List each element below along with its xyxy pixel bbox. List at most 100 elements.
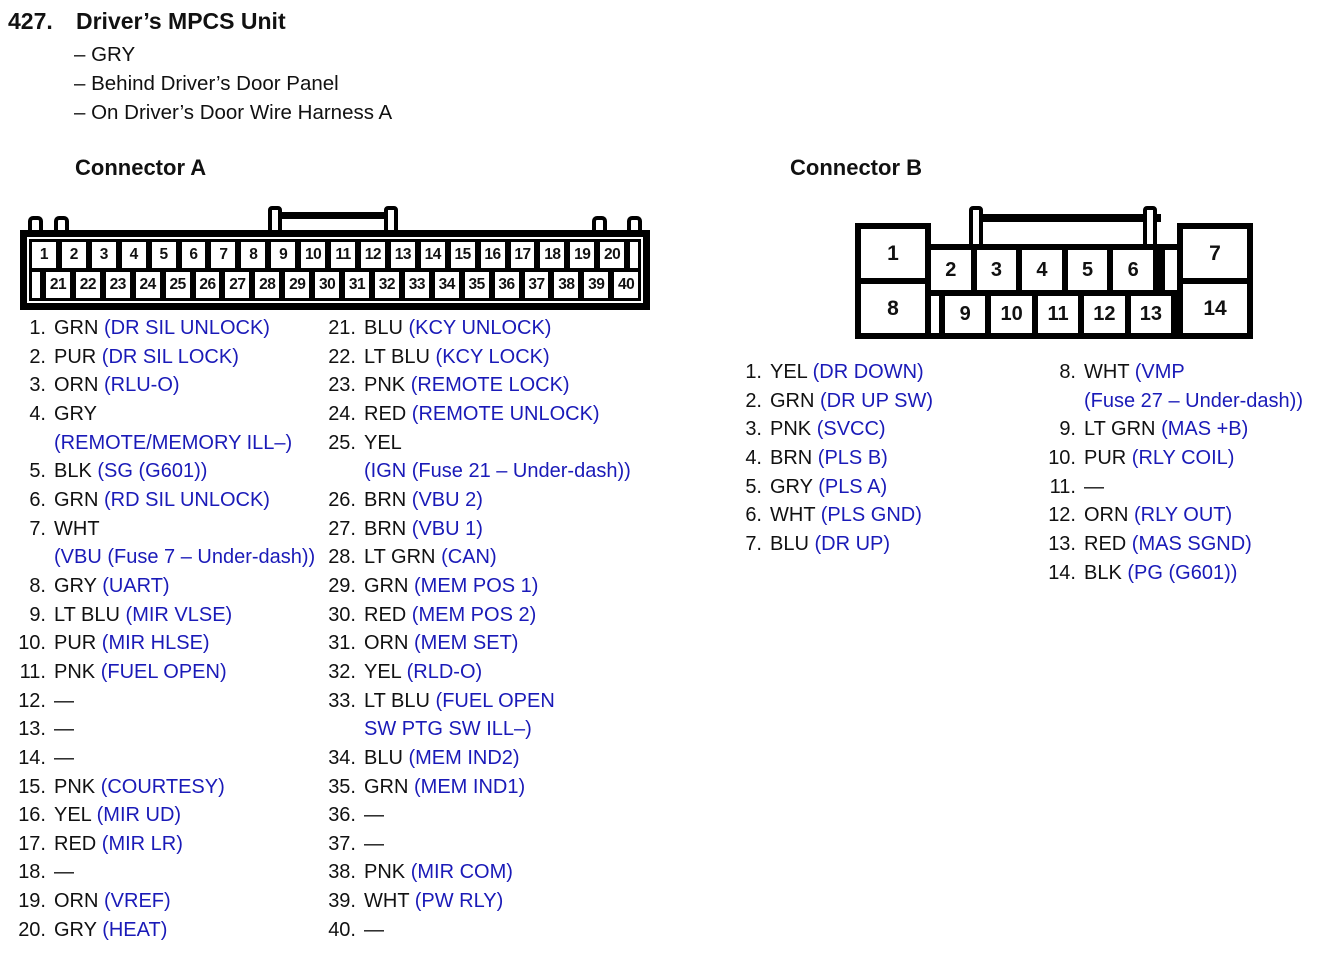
wire-color: GRN (364, 574, 409, 597)
location-note: – On Driver’s Door Wire Harness A (74, 101, 393, 124)
pin-list-item: 35.GRN (MEM IND1) (318, 773, 631, 802)
pin-description: RED (MAS SGND) (1084, 533, 1252, 555)
pin-list-item: 8.GRY (UART) (8, 572, 315, 601)
pin-cell: 18 (537, 239, 568, 271)
pin-number: 9. (29, 603, 46, 626)
signal-name: (FUEL OPEN) (100, 660, 227, 683)
pin-cell: 30 (312, 269, 343, 301)
pin-list-item: 32. YEL (RLD-O) (318, 658, 631, 687)
signal-name: (MEM POS 2) (411, 603, 537, 626)
pin-number: 13. (18, 718, 46, 741)
pin-number: 4. (745, 446, 762, 469)
signal-name: (DR SIL LOCK) (101, 345, 239, 368)
pin-list-item: 24.RED (REMOTE UNLOCK) (318, 400, 631, 429)
wire-color: YEL (364, 431, 402, 454)
connector-a-label: Connector A (75, 155, 207, 180)
pin-description: GRY (UART) (54, 575, 170, 597)
pin-description: ORN (RLU-O) (54, 374, 180, 396)
pin-description: PUR (DR SIL LOCK) (54, 346, 239, 368)
pin-number: 37. (328, 832, 356, 855)
pin-number: 21. (328, 317, 356, 339)
signal-name: (CAN) (441, 546, 497, 569)
signal-name: (DR DOWN) (812, 361, 924, 383)
signal-name: (DR UP) (814, 532, 891, 555)
pin-number: 32. (328, 660, 356, 683)
pin-cell: 7 (208, 239, 239, 271)
wire-color: BRN (364, 488, 407, 511)
pin-description: RED (REMOTE UNLOCK) (364, 403, 600, 425)
pin-list-item: 16.YEL (MIR UD) (8, 801, 315, 830)
pin-description: BLU (DR UP) (770, 533, 890, 555)
signal-name: (RLU-O) (104, 374, 180, 397)
pin-description: BRN (PLS B) (770, 447, 888, 469)
connector-b-pin-list-col2: 8.WHT (VMP(Fuse 27 – Under-dash))9.LT GR… (1038, 358, 1303, 587)
pin-list-item: 28.LT GRN (CAN) (318, 543, 631, 572)
pin-list-item: 3.PNK (SVCC) (724, 415, 933, 444)
pin-number: 3. (29, 374, 46, 397)
blank-cell (29, 269, 43, 301)
connector-b-left-block: 1 8 (855, 223, 931, 339)
wire-color: BLK (1084, 561, 1122, 584)
pin-number: 7. (745, 532, 762, 555)
pin-number: 18. (18, 861, 46, 884)
wire-color: PUR (54, 345, 97, 368)
signal-name: (MIR HLSE) (101, 632, 210, 655)
wire-color: WHT (364, 890, 410, 913)
pin-list-item: 30.RED (MEM POS 2) (318, 601, 631, 630)
signal-name: (HEAT) (102, 918, 168, 941)
pin-description: YEL (RLD-O) (364, 661, 482, 683)
pin-description: GRN (DR SIL UNLOCK) (54, 317, 270, 339)
pin-list-item: 14.— (8, 744, 315, 773)
wire-color: LT BLU (364, 689, 430, 712)
pin-number: 4. (29, 402, 46, 425)
pin-cell: 4 (1016, 244, 1068, 296)
pin-list-item: 2.PUR (DR SIL LOCK) (8, 343, 315, 372)
wire-color: LT BLU (364, 345, 430, 368)
blank-cell (627, 239, 642, 271)
pin-number: 36. (328, 804, 356, 827)
pin-cell: 32 (371, 269, 402, 301)
pin-number: 11. (19, 660, 46, 683)
connector-b-label: Connector B (790, 155, 922, 180)
pin-cell: 38 (551, 269, 582, 301)
wire-color: — (54, 718, 74, 741)
pin-description: GRN (RD SIL UNLOCK) (54, 489, 270, 511)
pin-number: 28. (328, 546, 356, 569)
signal-name: (SVCC) (816, 418, 886, 441)
pin-description: BLU (MEM IND2) (364, 747, 520, 769)
pin-description: — (1084, 476, 1104, 498)
pin-number: 12. (1048, 504, 1076, 527)
wire-color: — (364, 832, 384, 855)
pin-list-item: 25.YEL(IGN (Fuse 21 – Under-dash)) (318, 429, 631, 486)
pin-description: — (364, 919, 384, 941)
pin-description: LT BLU (FUEL OPEN (364, 690, 555, 712)
signal-name: (REMOTE LOCK) (410, 374, 570, 397)
pin-list-item: 5.BLK (SG (G601)) (8, 457, 315, 486)
pin-cell: 15 (447, 239, 478, 271)
wire-color: ORN (54, 374, 99, 397)
pin-description: PNK (COURTESY) (54, 776, 225, 798)
pin-list-item: 12.ORN (RLY OUT) (1038, 501, 1303, 530)
connector-a-pin-list-col2: 21.BLU (KCY UNLOCK)22.LT BLU (KCY LOCK)2… (318, 314, 631, 944)
pin-list-item: 1.GRN (DR SIL UNLOCK) (8, 314, 315, 343)
signal-name: (REMOTE UNLOCK) (411, 402, 600, 425)
pin-cell: 20 (597, 239, 628, 271)
signal-name-continued: (VBU (Fuse 7 – Under-dash)) (54, 546, 316, 569)
pin-list-item: 20.GRY (HEAT) (8, 916, 315, 945)
pin-cell: 2 (58, 239, 89, 271)
signal-name: (RD SIL UNLOCK) (104, 488, 270, 511)
connector-latch-post (1143, 206, 1157, 248)
signal-name: (VBU 1) (411, 517, 483, 540)
pin-description: GRN (MEM IND1) (364, 776, 525, 798)
connector-a-pin-list-col1: 1.GRN (DR SIL UNLOCK)2.PUR (DR SIL LOCK)… (8, 314, 315, 944)
pin-description: ORN (MEM SET) (364, 632, 518, 654)
pin-description: BRN (VBU 2) (364, 489, 483, 511)
pin-cell: 40 (611, 269, 642, 301)
pin-cell: 31 (342, 269, 372, 301)
signal-name-continued: (REMOTE/MEMORY ILL–) (54, 431, 293, 454)
